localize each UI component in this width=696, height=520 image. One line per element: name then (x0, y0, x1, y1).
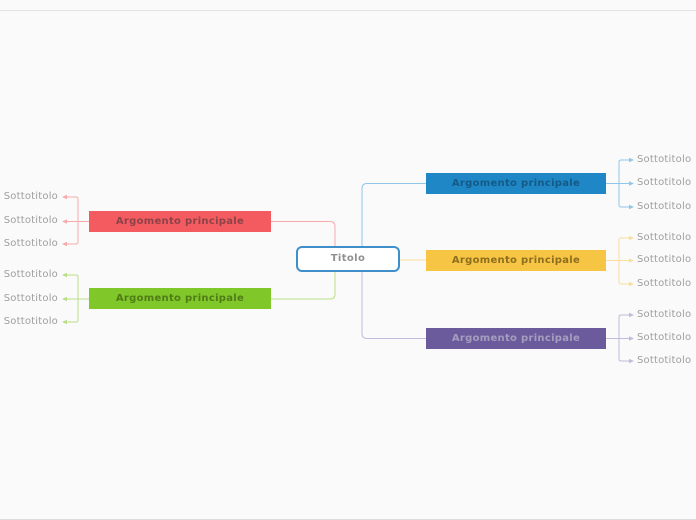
arrowheads-blue (629, 157, 634, 210)
subtopic-label-green-3[interactable]: Sottotitolo (3, 316, 58, 327)
arrowheads-purple (629, 312, 634, 364)
subtopic-label-red-2[interactable]: Sottotitolo (3, 215, 58, 226)
branch-node-purple[interactable]: Argomento principale (426, 328, 606, 349)
connector-red-subtopics (66, 196, 89, 245)
subtopic-label-green-2[interactable]: Sottotitolo (3, 293, 58, 304)
subtopic-label-blue-2[interactable]: Sottotitolo (637, 177, 692, 188)
connector-green-main (271, 272, 336, 300)
connector-red-main (271, 221, 336, 246)
subtopic-label-red-1[interactable]: Sottotitolo (3, 191, 58, 202)
canvas-edge-top (0, 10, 696, 11)
subtopic-label-purple-1[interactable]: Sottotitolo (637, 309, 692, 320)
branch-node-blue[interactable]: Argomento principale (426, 173, 606, 194)
arrowheads-green (62, 272, 67, 325)
arrowheads-red (62, 194, 67, 247)
branch-node-yellow[interactable]: Argomento principale (426, 250, 606, 271)
subtopic-label-blue-1[interactable]: Sottotitolo (637, 154, 692, 165)
subtopic-label-yellow-3[interactable]: Sottotitolo (637, 278, 692, 289)
subtopic-label-blue-3[interactable]: Sottotitolo (637, 201, 692, 212)
connector-blue-main (361, 183, 426, 246)
branch-node-green[interactable]: Argomento principale (89, 288, 271, 309)
subtopic-label-purple-2[interactable]: Sottotitolo (637, 332, 692, 343)
connector-blue-subtopics (606, 159, 630, 208)
subtopic-label-yellow-1[interactable]: Sottotitolo (637, 232, 692, 243)
subtopic-label-red-3[interactable]: Sottotitolo (3, 238, 58, 249)
connector-green-subtopics (66, 274, 89, 323)
arrowheads-yellow (629, 235, 634, 287)
connector-yellow-subtopics (606, 237, 630, 285)
subtopic-label-purple-3[interactable]: Sottotitolo (637, 355, 692, 366)
connector-purple-subtopics (606, 314, 630, 362)
root-node-titolo[interactable]: Titolo (296, 246, 400, 272)
branch-node-red[interactable]: Argomento principale (89, 211, 271, 232)
subtopic-label-yellow-2[interactable]: Sottotitolo (637, 254, 692, 265)
subtopic-label-green-1[interactable]: Sottotitolo (3, 269, 58, 280)
connector-purple-main (361, 272, 426, 339)
